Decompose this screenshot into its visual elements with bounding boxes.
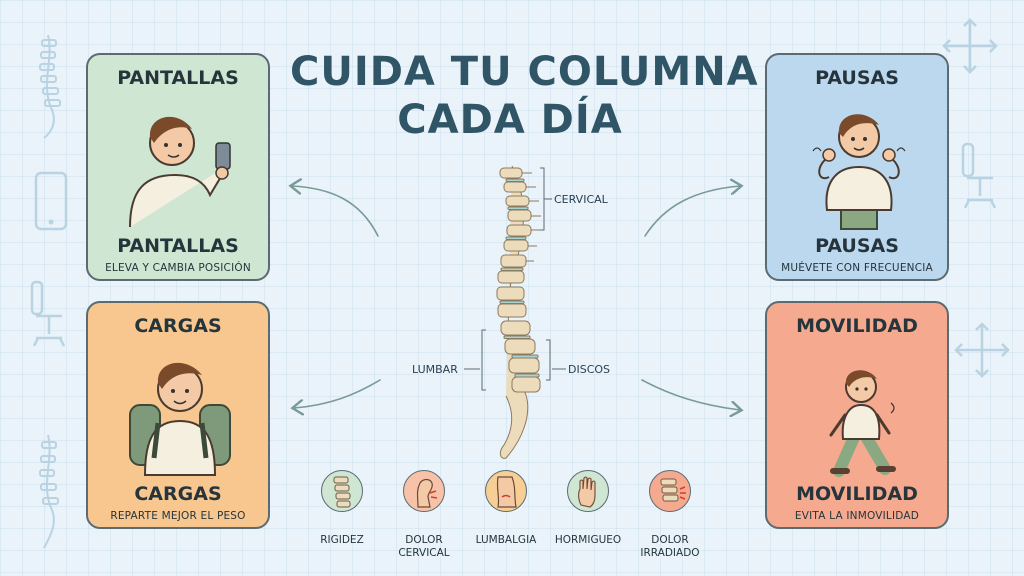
spine-illustration xyxy=(481,165,551,459)
lumbar-label: LUMBAR xyxy=(412,363,458,376)
spine-watermark-icon xyxy=(39,34,61,139)
card-cargas-subtitle: REPARTE MEJOR EL PESO xyxy=(110,510,246,522)
card-pausas-footer: PAUSAS xyxy=(815,235,899,257)
hand-icon xyxy=(567,470,609,512)
radiating-pain-icon xyxy=(649,470,691,512)
discos-label: DISCOS xyxy=(568,363,611,376)
arrow-to-movilidad xyxy=(641,379,740,410)
spine-segment-icon xyxy=(321,470,363,512)
arrow-to-pantallas xyxy=(292,186,379,237)
symptom-label: HORMIGUEO xyxy=(554,534,622,546)
symptom-label: LUMBALGIA xyxy=(475,534,537,546)
person-with-backpack-icon xyxy=(129,362,231,476)
move-arrows-watermark-icon-right xyxy=(954,322,1010,378)
symptom-hormigueo: HORMIGUEO xyxy=(546,470,630,547)
card-pantallas-header: PANTALLAS xyxy=(117,67,239,89)
arrow-to-pausas xyxy=(644,186,740,237)
move-arrows-watermark-icon xyxy=(942,18,998,74)
title-line-1: CUIDA TU COLUMNA xyxy=(290,49,759,95)
card-cargas-footer: CARGAS xyxy=(134,483,222,505)
card-movilidad-subtitle: EVITA LA INMOVILIDAD xyxy=(794,510,920,522)
spine-watermark-icon-bottom xyxy=(39,434,59,549)
card-movilidad-header: MOVILIDAD xyxy=(796,315,918,337)
card-cargas-header: CARGAS xyxy=(134,315,222,337)
symptom-lumbalgia: LUMBALGIA xyxy=(464,470,548,547)
page-title: CUIDA TU COLUMNA CADA DÍA xyxy=(290,48,759,144)
cervical-label: CERVICAL xyxy=(554,193,608,206)
title-line-2: CADA DÍA xyxy=(397,97,623,143)
card-movilidad-footer: MOVILIDAD xyxy=(796,483,918,505)
person-with-phone-icon xyxy=(129,116,231,228)
card-movilidad: MOVILIDAD MOVILIDAD EVITA LA INMOVILIDAD xyxy=(765,301,949,529)
chair-watermark-icon xyxy=(30,280,66,347)
lower-back-icon xyxy=(485,470,527,512)
card-cargas: CARGAS CARGAS REPARTE MEJOR EL PESO xyxy=(86,301,270,529)
neck-pain-icon xyxy=(403,470,445,512)
card-pausas-header: PAUSAS xyxy=(815,67,899,89)
phone-watermark-icon xyxy=(34,171,68,231)
card-pausas: PAUSAS PAUSAS MUÉVETE CON FRECUENCIA xyxy=(765,53,949,281)
chair-watermark-icon-right xyxy=(961,142,997,209)
person-stretching-icon xyxy=(812,114,906,230)
person-walking-icon xyxy=(829,370,896,477)
card-pausas-subtitle: MUÉVETE CON FRECUENCIA xyxy=(781,262,933,274)
symptom-label: RIGIDEZ xyxy=(320,534,364,546)
card-pantallas: PANTALLAS PANTALLAS ELEVA Y CAMBIA POSIC… xyxy=(86,53,270,281)
card-pantallas-footer: PANTALLAS xyxy=(117,235,239,257)
arrow-to-cargas xyxy=(294,379,381,408)
card-pantallas-subtitle: ELEVA Y CAMBIA POSICIÓN xyxy=(105,262,251,274)
symptom-rigidez: RIGIDEZ xyxy=(300,470,384,547)
